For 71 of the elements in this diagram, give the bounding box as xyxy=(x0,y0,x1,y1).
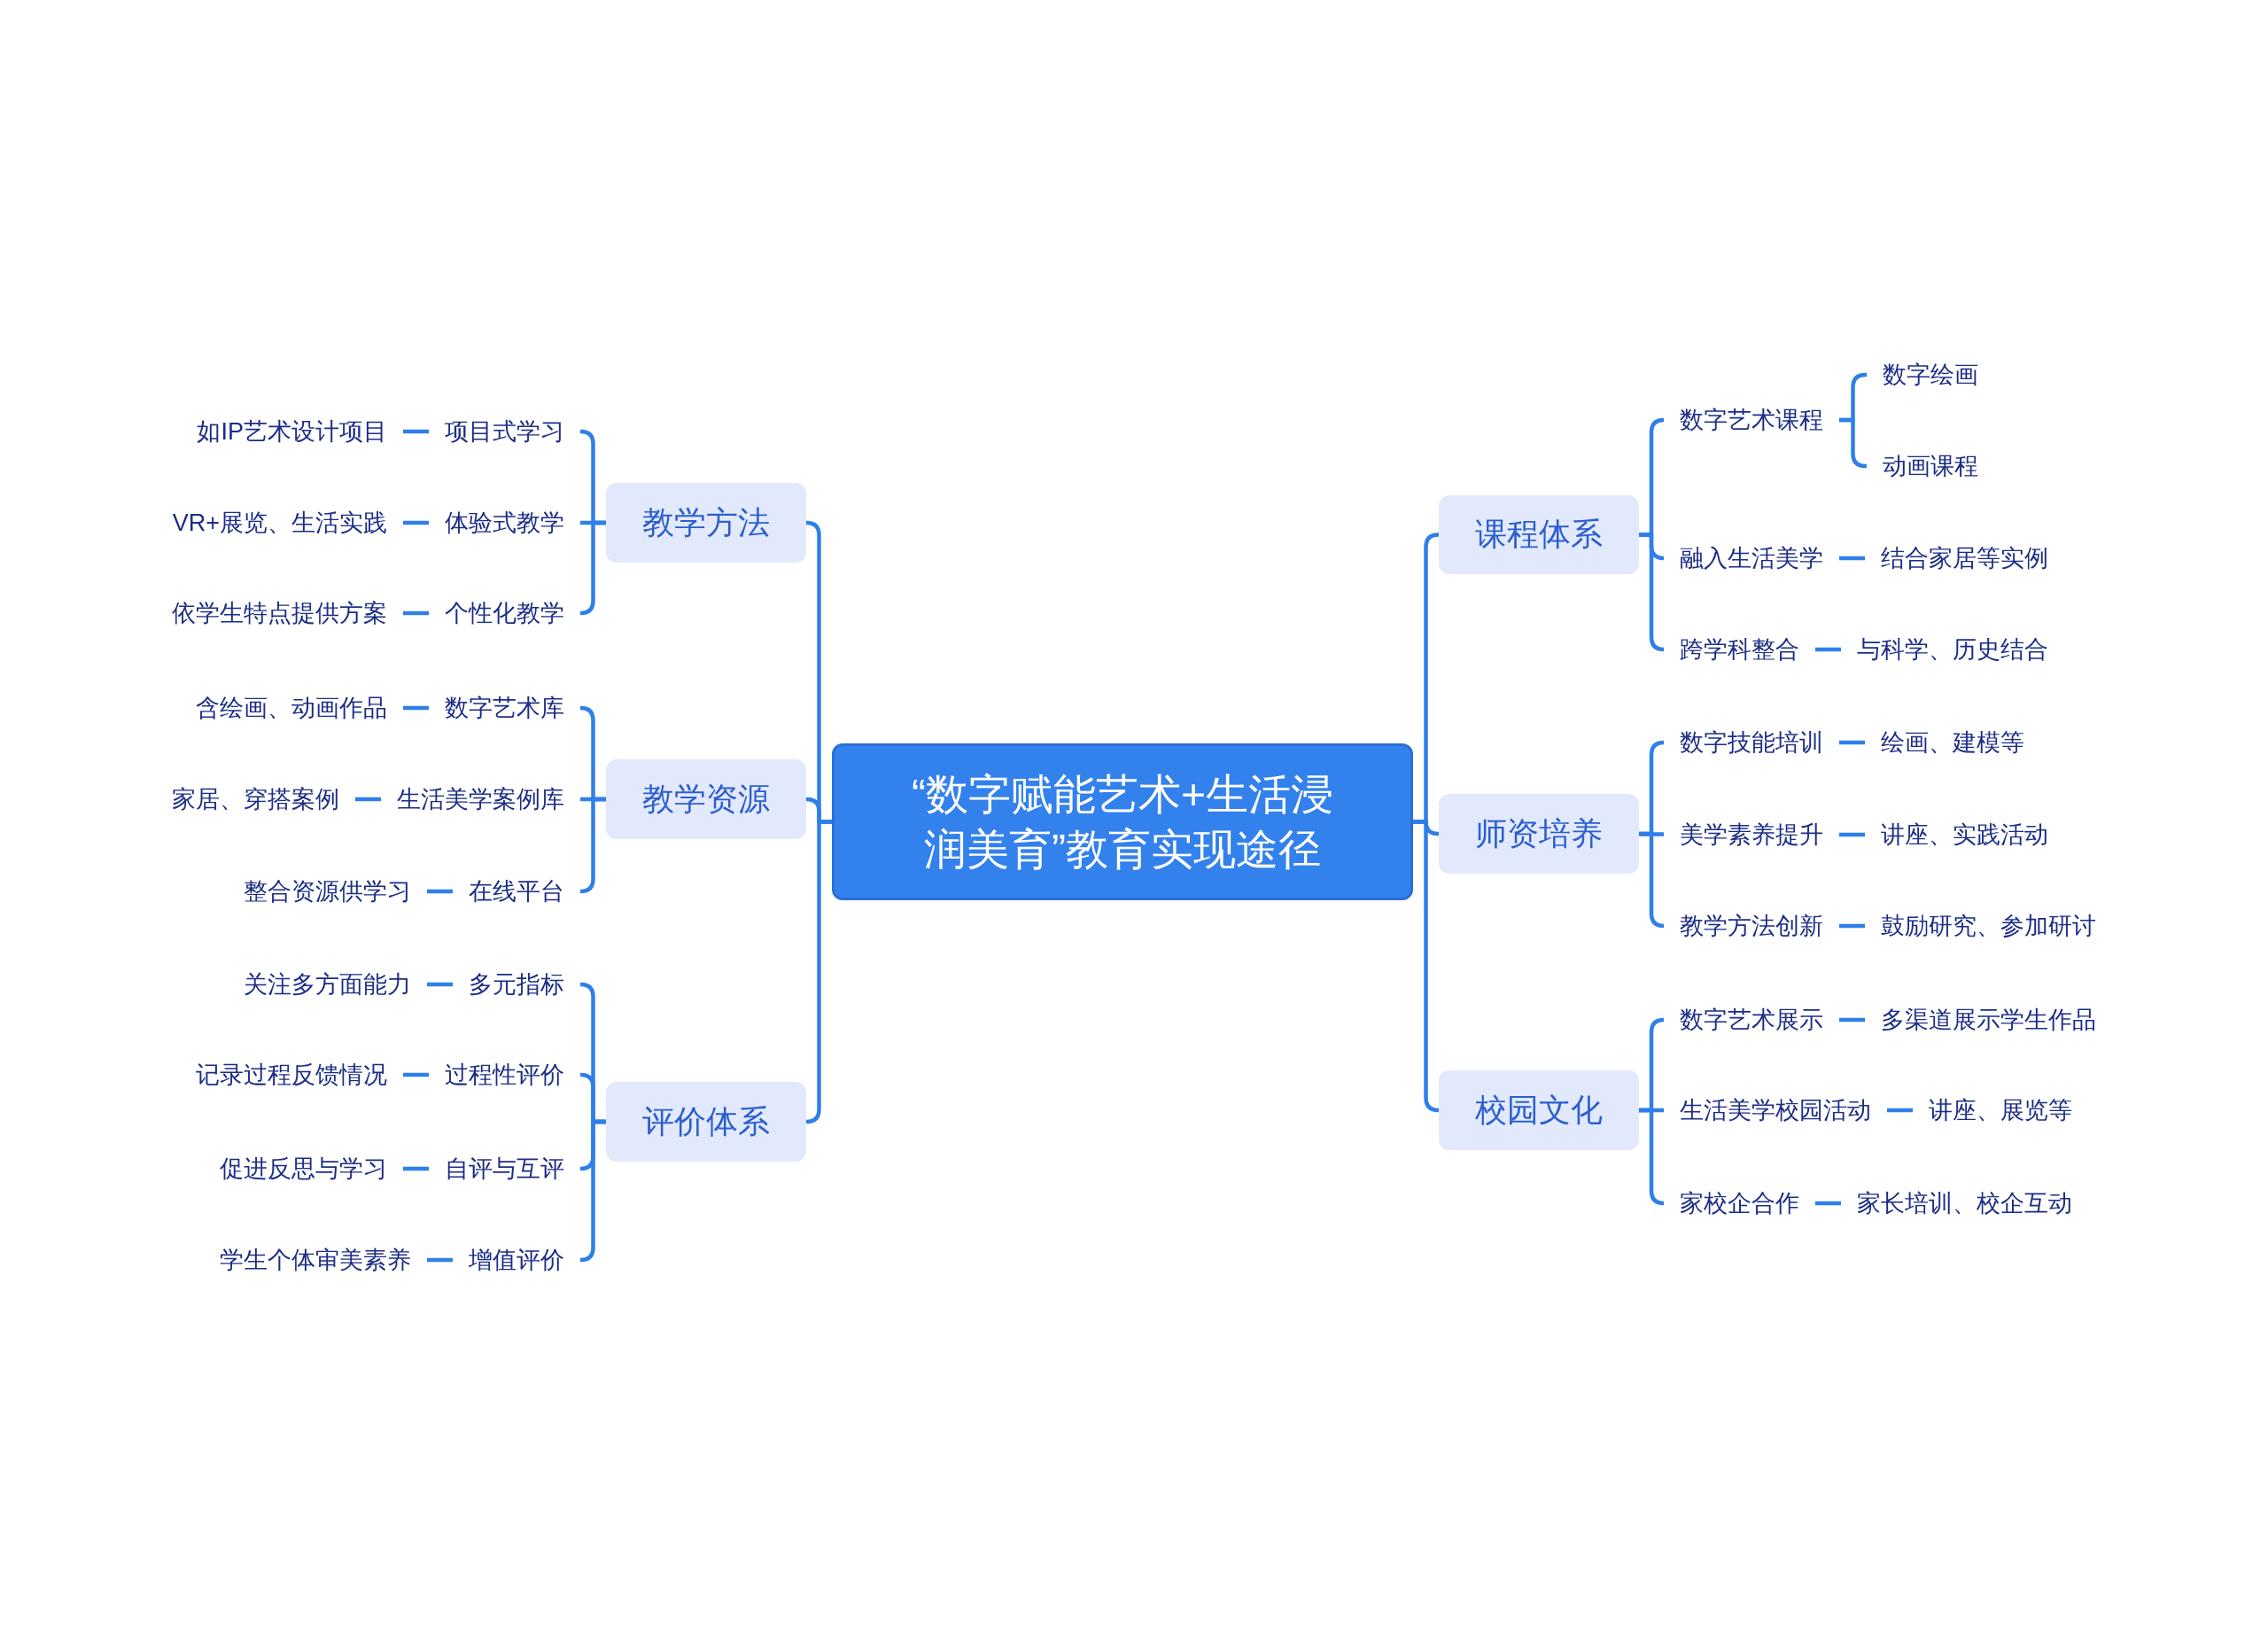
connector-line xyxy=(403,520,429,525)
detail-label: 多渠道展示学生作品 xyxy=(1865,1004,2112,1036)
subtopic-label: 个性化教学 xyxy=(429,597,580,629)
connector-line xyxy=(1887,1108,1913,1113)
connector-line xyxy=(1815,1201,1841,1206)
topic-box: 评价体系 xyxy=(606,1082,806,1162)
detail-label: 学生个体审美素养 xyxy=(204,1244,427,1276)
detail-label: 讲座、展览等 xyxy=(1913,1094,2088,1126)
detail-label: 结合家居等实例 xyxy=(1865,542,2064,574)
connector-line xyxy=(355,797,381,802)
subtopic-label: 美学素养提升 xyxy=(1664,819,1839,851)
subtopic-label: 数字绘画 xyxy=(1867,359,1994,391)
subtopic-label: 自评与互评 xyxy=(429,1153,580,1185)
subtopic-label: 生活美学案例库 xyxy=(381,783,580,815)
detail-label: 含绘画、动画作品 xyxy=(180,692,403,724)
subtopic-label: 数字艺术库 xyxy=(429,692,580,724)
subtopic-label: 数字艺术展示 xyxy=(1664,1004,1839,1036)
detail-label: 讲座、实践活动 xyxy=(1865,819,2064,851)
detail-label: 依学生特点提供方案 xyxy=(156,597,403,629)
connector-line xyxy=(403,429,429,434)
subtopic-label: 多元指标 xyxy=(453,968,580,1000)
connector-line xyxy=(427,982,453,987)
topic-box: 教学方法 xyxy=(606,483,806,563)
detail-label: 鼓励研究、参加研讨 xyxy=(1865,910,2112,942)
detail-label: 与科学、历史结合 xyxy=(1841,634,2064,665)
connector-line xyxy=(1639,831,1666,929)
detail-label: VR+展览、生活实践 xyxy=(156,507,403,539)
connector-line xyxy=(1839,923,1865,929)
connector-line xyxy=(427,1257,453,1263)
detail-label: 记录过程反馈情况 xyxy=(180,1059,403,1091)
subtopic-label: 跨学科整合 xyxy=(1664,634,1815,665)
subtopic-label: 动画课程 xyxy=(1867,450,1994,482)
detail-label: 如IP艺术设计项目 xyxy=(181,416,403,447)
connector-line xyxy=(1413,820,1441,1113)
subtopic-label: 融入生活美学 xyxy=(1664,542,1839,574)
subtopic-label: 数字技能培训 xyxy=(1664,727,1839,758)
topic-box: 师资培养 xyxy=(1439,794,1639,874)
subtopic-label: 数字艺术课程 xyxy=(1664,404,1839,436)
connector-line xyxy=(403,1166,429,1171)
connector-line xyxy=(1839,556,1865,561)
topic-box: 教学资源 xyxy=(606,759,806,839)
connector-line xyxy=(804,820,832,1124)
connector-line xyxy=(1815,647,1841,652)
connector-line xyxy=(403,705,429,711)
subtopic-label: 教学方法创新 xyxy=(1664,910,1839,942)
subtopic-label: 生活美学校园活动 xyxy=(1664,1094,1887,1126)
connector-line xyxy=(1839,832,1865,837)
subtopic-label: 体验式教学 xyxy=(429,507,580,539)
connector-line xyxy=(1639,533,1666,652)
central-topic-box: “数字赋能艺术+生活浸润美育”教育实现途径 xyxy=(832,743,1413,900)
detail-label: 家长培训、校企互动 xyxy=(1841,1187,2088,1219)
connector-line xyxy=(1839,417,1868,469)
connector-line xyxy=(427,889,453,894)
topic-box: 课程体系 xyxy=(1439,495,1639,574)
detail-label: 关注多方面能力 xyxy=(228,968,427,1000)
subtopic-label: 在线平台 xyxy=(453,875,580,907)
connector-line xyxy=(1639,1108,1666,1206)
subtopic-label: 项目式学习 xyxy=(429,416,580,447)
detail-label: 绘画、建模等 xyxy=(1865,727,2040,758)
connector-line xyxy=(403,1072,429,1077)
topic-box: 校园文化 xyxy=(1439,1070,1639,1150)
connector-line xyxy=(403,610,429,616)
connector-line xyxy=(1639,832,1664,836)
detail-label: 促进反思与学习 xyxy=(204,1153,403,1185)
connector-line xyxy=(1839,740,1865,745)
detail-label: 家居、穿搭案例 xyxy=(156,783,355,815)
subtopic-label: 增值评价 xyxy=(453,1244,580,1276)
connector-line xyxy=(1839,1017,1865,1023)
detail-label: 整合资源供学习 xyxy=(228,875,427,907)
subtopic-label: 家校企合作 xyxy=(1664,1187,1815,1219)
subtopic-label: 过程性评价 xyxy=(429,1059,580,1091)
